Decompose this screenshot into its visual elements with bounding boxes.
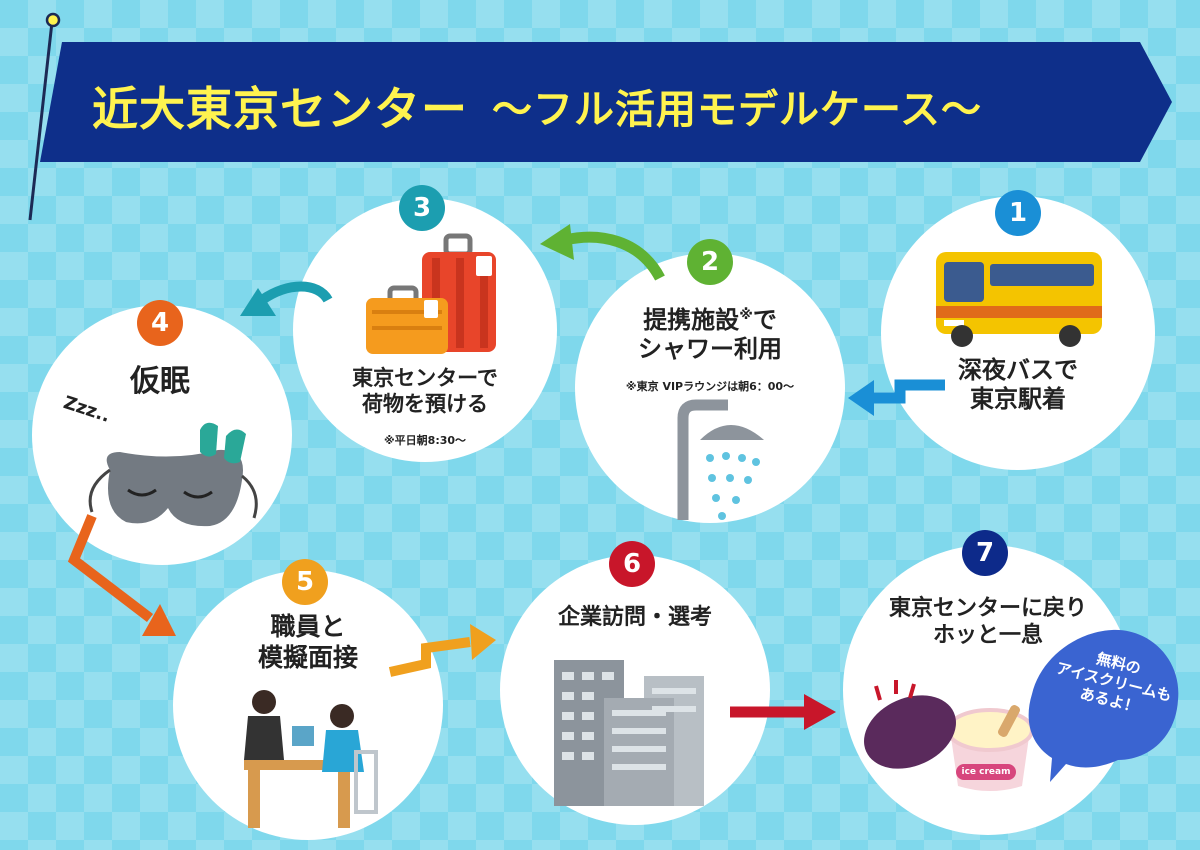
step-5-title-line1: 職員と (270, 612, 346, 641)
step-3-title: 東京センターで 荷物を預ける (330, 366, 520, 417)
step-2-title-line2: シャワー利用 (638, 335, 782, 364)
step-7-title-line2: ホッと一息 (932, 622, 1043, 648)
step-circle-5 (173, 570, 443, 840)
step-number-5: 5 (295, 567, 315, 597)
arrow-4-to-5 (67, 514, 176, 636)
step-1-title-line1: 深夜バスで (958, 356, 1078, 384)
earplug-icon (200, 422, 246, 464)
step-3-title-line2: 荷物を預ける (362, 391, 488, 416)
step-badge-4 (137, 300, 183, 346)
step-2-note: ※東京 VIPラウンジは朝6：00～ (625, 380, 795, 393)
step-badge-7 (962, 530, 1008, 576)
arrow-2-to-3 (540, 224, 665, 281)
arrow-1-to-2 (848, 379, 945, 416)
step-number-4: 4 (150, 308, 170, 338)
step-7-title: 東京センターに戻り ホッと一息 (868, 596, 1108, 650)
step-7-title-line1: 東京センターに戻り (888, 596, 1087, 621)
eye-mask-icon (88, 449, 258, 527)
step-2-title-suffix: で (752, 306, 777, 334)
step-number-6: 6 (622, 549, 642, 579)
interview-illustration (244, 690, 378, 828)
step-3-note: ※平日朝8:30～ (383, 434, 467, 447)
pin-icon (28, 12, 61, 221)
step-2-title-line1: 提携施設※で (610, 306, 810, 335)
step-badge-3 (399, 185, 445, 231)
speech-bubble (1028, 629, 1179, 782)
title-subtitle: ～フル活用モデルケース～ (492, 87, 982, 133)
step-badge-6 (609, 541, 655, 587)
step-badge-2 (687, 239, 733, 285)
step-badge-1 (995, 190, 1041, 236)
step-number-7: 7 (975, 538, 995, 568)
step-5-title: 職員と 模擬面接 (228, 612, 388, 673)
step-5-title-line2: 模擬面接 (257, 642, 358, 672)
step-number-2: 2 (700, 247, 720, 277)
bus-icon (936, 252, 1102, 347)
step-3-title-line1: 東京センターで (352, 366, 498, 390)
step-2-title: 提携施設※で シャワー利用 (610, 306, 810, 365)
step-4-title: 仮眠 (130, 364, 190, 399)
arrow-3-to-4 (240, 281, 333, 316)
buildings-illustration (554, 660, 704, 806)
title-banner (40, 42, 1172, 162)
arrow-5-to-6 (388, 624, 496, 677)
arrow-6-to-7 (730, 694, 836, 730)
step-number-3: 3 (412, 193, 432, 223)
step-2-title-main: 提携施設 (643, 306, 740, 334)
step-1-title-line2: 東京駅着 (970, 385, 1066, 414)
title-main: 近大東京センター (92, 82, 468, 136)
step-number-1: 1 (1008, 198, 1028, 228)
step-1-title: 深夜バスで 東京駅着 (928, 356, 1108, 415)
page-title: 近大東京センター ～フル活用モデルケース～ (92, 66, 1132, 146)
shower-icon (677, 399, 764, 520)
ice-cream-illustration (864, 680, 1034, 791)
step-6-title: 企業訪問・選考 (557, 605, 712, 630)
suitcase-icon (366, 233, 496, 354)
step-circle-2 (575, 253, 845, 523)
step-2-title-mark: ※ (739, 307, 753, 323)
icecream-label: ice cream (961, 767, 1011, 777)
step-badge-5 (282, 559, 328, 605)
